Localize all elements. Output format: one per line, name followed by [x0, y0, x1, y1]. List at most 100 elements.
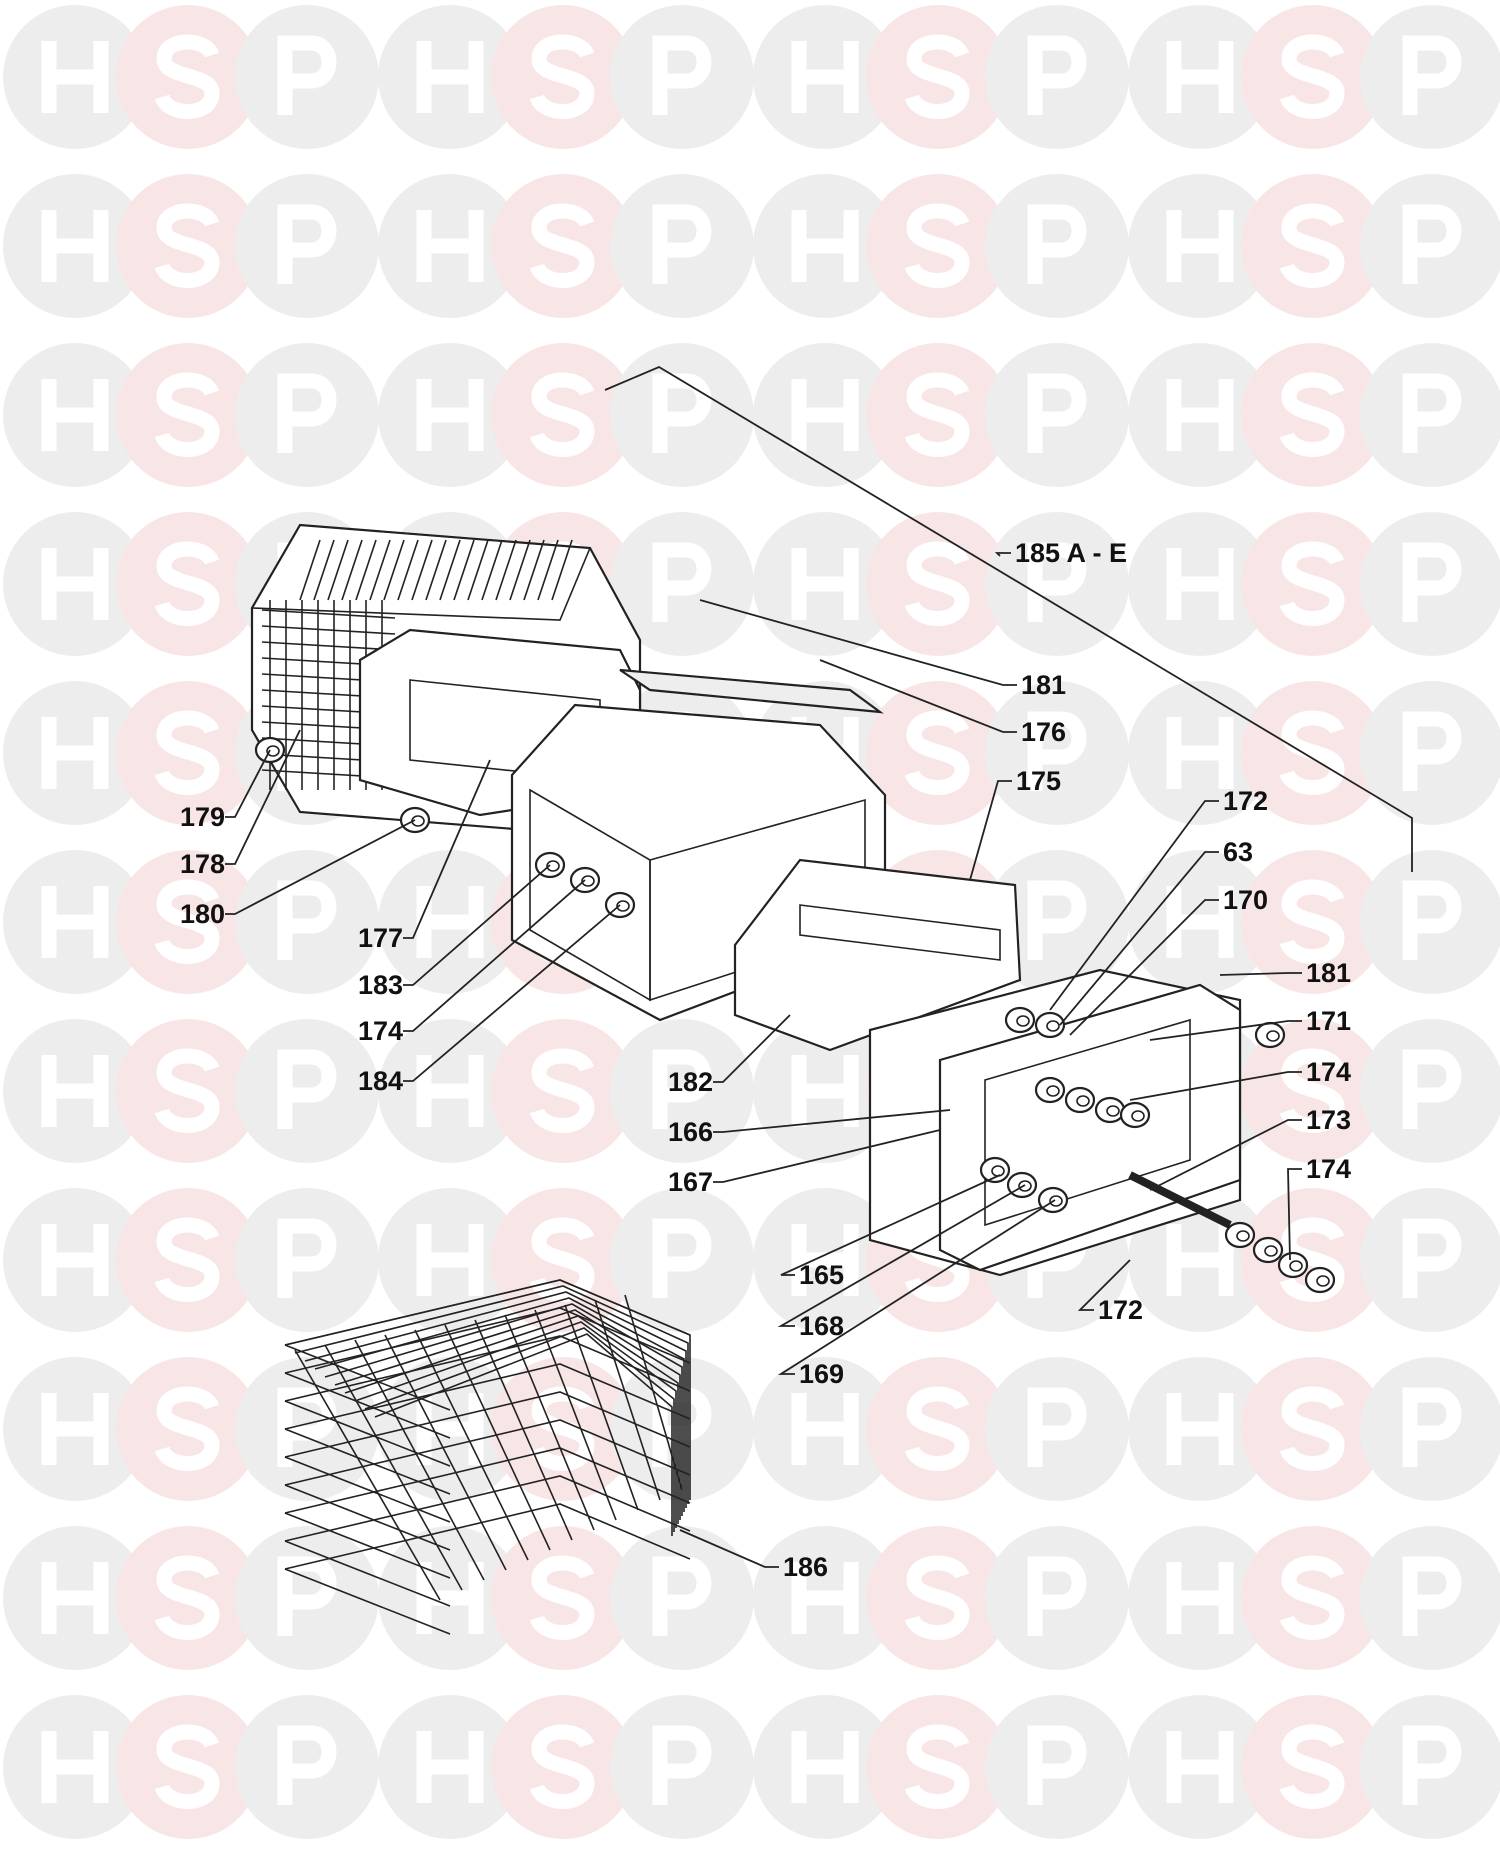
watermark-letter-glyph: [529, 1386, 595, 1471]
watermark-circle: [610, 5, 754, 149]
watermark-letter-glyph: [154, 1386, 220, 1471]
leader-line: [777, 1184, 1026, 1327]
watermark-letter-glyph: [652, 542, 712, 622]
watermark-letter-glyph: [1027, 204, 1087, 284]
watermark-circle: [985, 1357, 1129, 1501]
watermark-letter-glyph: [1279, 1386, 1345, 1471]
watermark-circle: [378, 343, 522, 487]
watermark-circle: [753, 174, 897, 318]
watermark-circle: [1241, 1188, 1385, 1332]
part-label: 174: [358, 1016, 403, 1046]
part-label: 178: [180, 849, 225, 879]
watermark-circle: [235, 850, 379, 994]
watermark-circle: [1360, 174, 1500, 318]
watermark-circle: [610, 1188, 754, 1332]
part-label: 176: [1021, 717, 1066, 747]
part-label: 171: [1306, 1006, 1351, 1036]
watermark-circle: [1360, 512, 1500, 656]
watermark-circle: [866, 681, 1010, 825]
watermark-circle: [985, 850, 1129, 994]
watermark-circle: [3, 681, 147, 825]
part-label: 175: [1016, 766, 1061, 796]
watermark-circle: [610, 343, 754, 487]
watermark-letter-glyph: [529, 1555, 595, 1640]
leader-line: [969, 780, 1012, 881]
watermark-letter-glyph: [1402, 1725, 1462, 1805]
watermark-letter-glyph: [1402, 711, 1462, 791]
watermark-circle: [985, 512, 1129, 656]
watermark-letter-glyph: [1166, 1562, 1234, 1634]
watermark-circle: [378, 174, 522, 318]
watermark-circle: [116, 512, 260, 656]
watermark-circle: [3, 1019, 147, 1163]
watermark-circle: [1241, 1019, 1385, 1163]
watermark-circle: [116, 681, 260, 825]
watermark-circle: [1360, 1357, 1500, 1501]
watermark-letter-glyph: [1027, 1725, 1087, 1805]
watermark-circle: [1128, 1357, 1272, 1501]
watermark-circle: [1128, 1695, 1272, 1839]
watermark-circle: [3, 850, 147, 994]
watermark-letter-glyph: [154, 1724, 220, 1809]
part-label: 63: [1223, 837, 1253, 867]
watermark-circle: [116, 1188, 260, 1332]
stud-173: [1128, 1171, 1232, 1229]
watermark-circle: [985, 681, 1129, 825]
watermark-letter-glyph: [41, 1224, 109, 1296]
watermark-letter-glyph: [1279, 541, 1345, 626]
watermark-circle: [866, 1526, 1010, 1670]
watermark-circle: [753, 1526, 897, 1670]
watermark-circle: [235, 174, 379, 318]
watermark-letter-glyph: [652, 1725, 712, 1805]
watermark-letter-glyph: [154, 879, 220, 964]
watermark-letter-glyph: [277, 204, 337, 284]
part-label: 169: [799, 1359, 844, 1389]
watermark-letter-glyph: [791, 1224, 859, 1296]
watermark-letter-glyph: [277, 373, 337, 453]
watermark-letter-glyph: [154, 372, 220, 457]
part-label: 184: [358, 1066, 403, 1096]
watermark-letter-glyph: [791, 1393, 859, 1465]
watermark-letter-glyph: [154, 203, 220, 288]
watermark-letter-glyph: [1027, 880, 1087, 960]
watermark-circle: [116, 1357, 260, 1501]
part-label: 182: [668, 1067, 713, 1097]
watermark-letter-glyph: [1166, 41, 1234, 113]
leader-line: [403, 864, 551, 986]
watermark-circle: [753, 512, 897, 656]
watermark-letter-glyph: [1402, 35, 1462, 115]
watermark-circle: [378, 850, 522, 994]
watermark-letter-glyph: [1027, 1556, 1087, 1636]
watermark-letter-glyph: [791, 1562, 859, 1634]
leader-line: [225, 749, 271, 818]
watermark-circle: [1241, 174, 1385, 318]
watermark-circle: [610, 512, 754, 656]
watermark-circle: [1241, 681, 1385, 825]
watermark-circle: [491, 5, 635, 149]
leader-line: [1049, 800, 1219, 1011]
watermark-circle: [610, 1019, 754, 1163]
watermark-circle: [378, 1188, 522, 1332]
watermark-letter-glyph: [529, 372, 595, 457]
watermark-letter-glyph: [529, 1217, 595, 1302]
watermark-circle: [3, 5, 147, 149]
part-label: 186: [783, 1552, 828, 1582]
watermark-letter-glyph: [1279, 1048, 1345, 1133]
watermark-circle: [3, 1188, 147, 1332]
watermark-circle: [985, 1695, 1129, 1839]
leader-line: [1149, 1119, 1302, 1191]
watermark-letter-glyph: [529, 1048, 595, 1133]
watermark-letter-glyph: [1027, 35, 1087, 115]
watermark-circle: [610, 174, 754, 318]
watermark-letter-glyph: [1166, 548, 1234, 620]
watermark-circle: [1128, 850, 1272, 994]
watermark-circle: [116, 174, 260, 318]
watermark-letter-glyph: [904, 710, 970, 795]
watermark-letter-glyph: [904, 203, 970, 288]
watermark-letter-glyph: [1027, 542, 1087, 622]
watermark-circle: [116, 850, 260, 994]
watermark-circle: [491, 1019, 635, 1163]
leader-lines: [225, 552, 1302, 1568]
watermark-circle: [235, 1188, 379, 1332]
leader-line: [1069, 899, 1219, 1036]
